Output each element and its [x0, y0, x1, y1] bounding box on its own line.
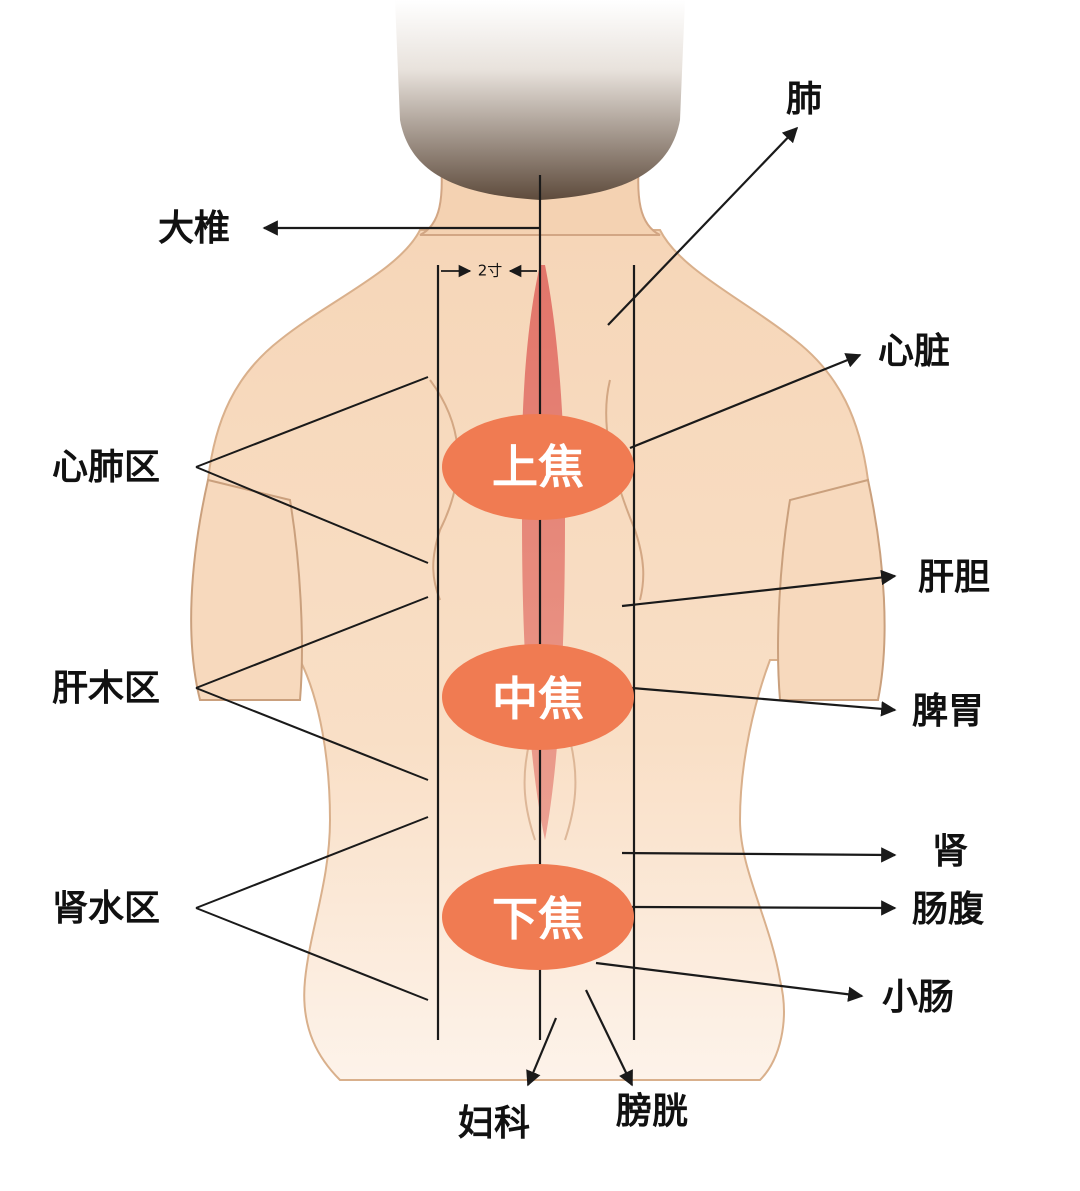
middle-burner-label: 中焦 — [492, 676, 584, 722]
spleen-stomach-label: 脾胃 — [912, 694, 984, 730]
lung-label: 肺 — [786, 82, 822, 118]
intestine-abdomen-label: 肠腹 — [912, 892, 984, 928]
small-intestine-label: 小肠 — [882, 980, 954, 1016]
intestine-arrow — [632, 907, 895, 908]
right-arm — [778, 480, 885, 700]
liver-wood-zone-label: 肝木区 — [52, 671, 160, 707]
heart-lung-zone-label: 心肺区 — [52, 450, 160, 486]
dazhui-label: 大椎 — [158, 211, 230, 247]
measure-label: 2寸 — [478, 264, 503, 279]
bladder-label: 膀胱 — [616, 1094, 688, 1130]
head-hair — [395, 0, 685, 200]
heart-label: 心脏 — [878, 334, 950, 370]
kidney-water-zone-label: 肾水区 — [52, 891, 160, 927]
left-arm — [191, 480, 302, 700]
lower-burner-label: 下焦 — [492, 896, 584, 942]
upper-burner-label: 上焦 — [492, 444, 584, 490]
kidney-label: 肾 — [932, 834, 968, 870]
liver-gallbladder-label: 肝胆 — [918, 560, 990, 596]
gynecology-label: 妇科 — [458, 1106, 530, 1142]
